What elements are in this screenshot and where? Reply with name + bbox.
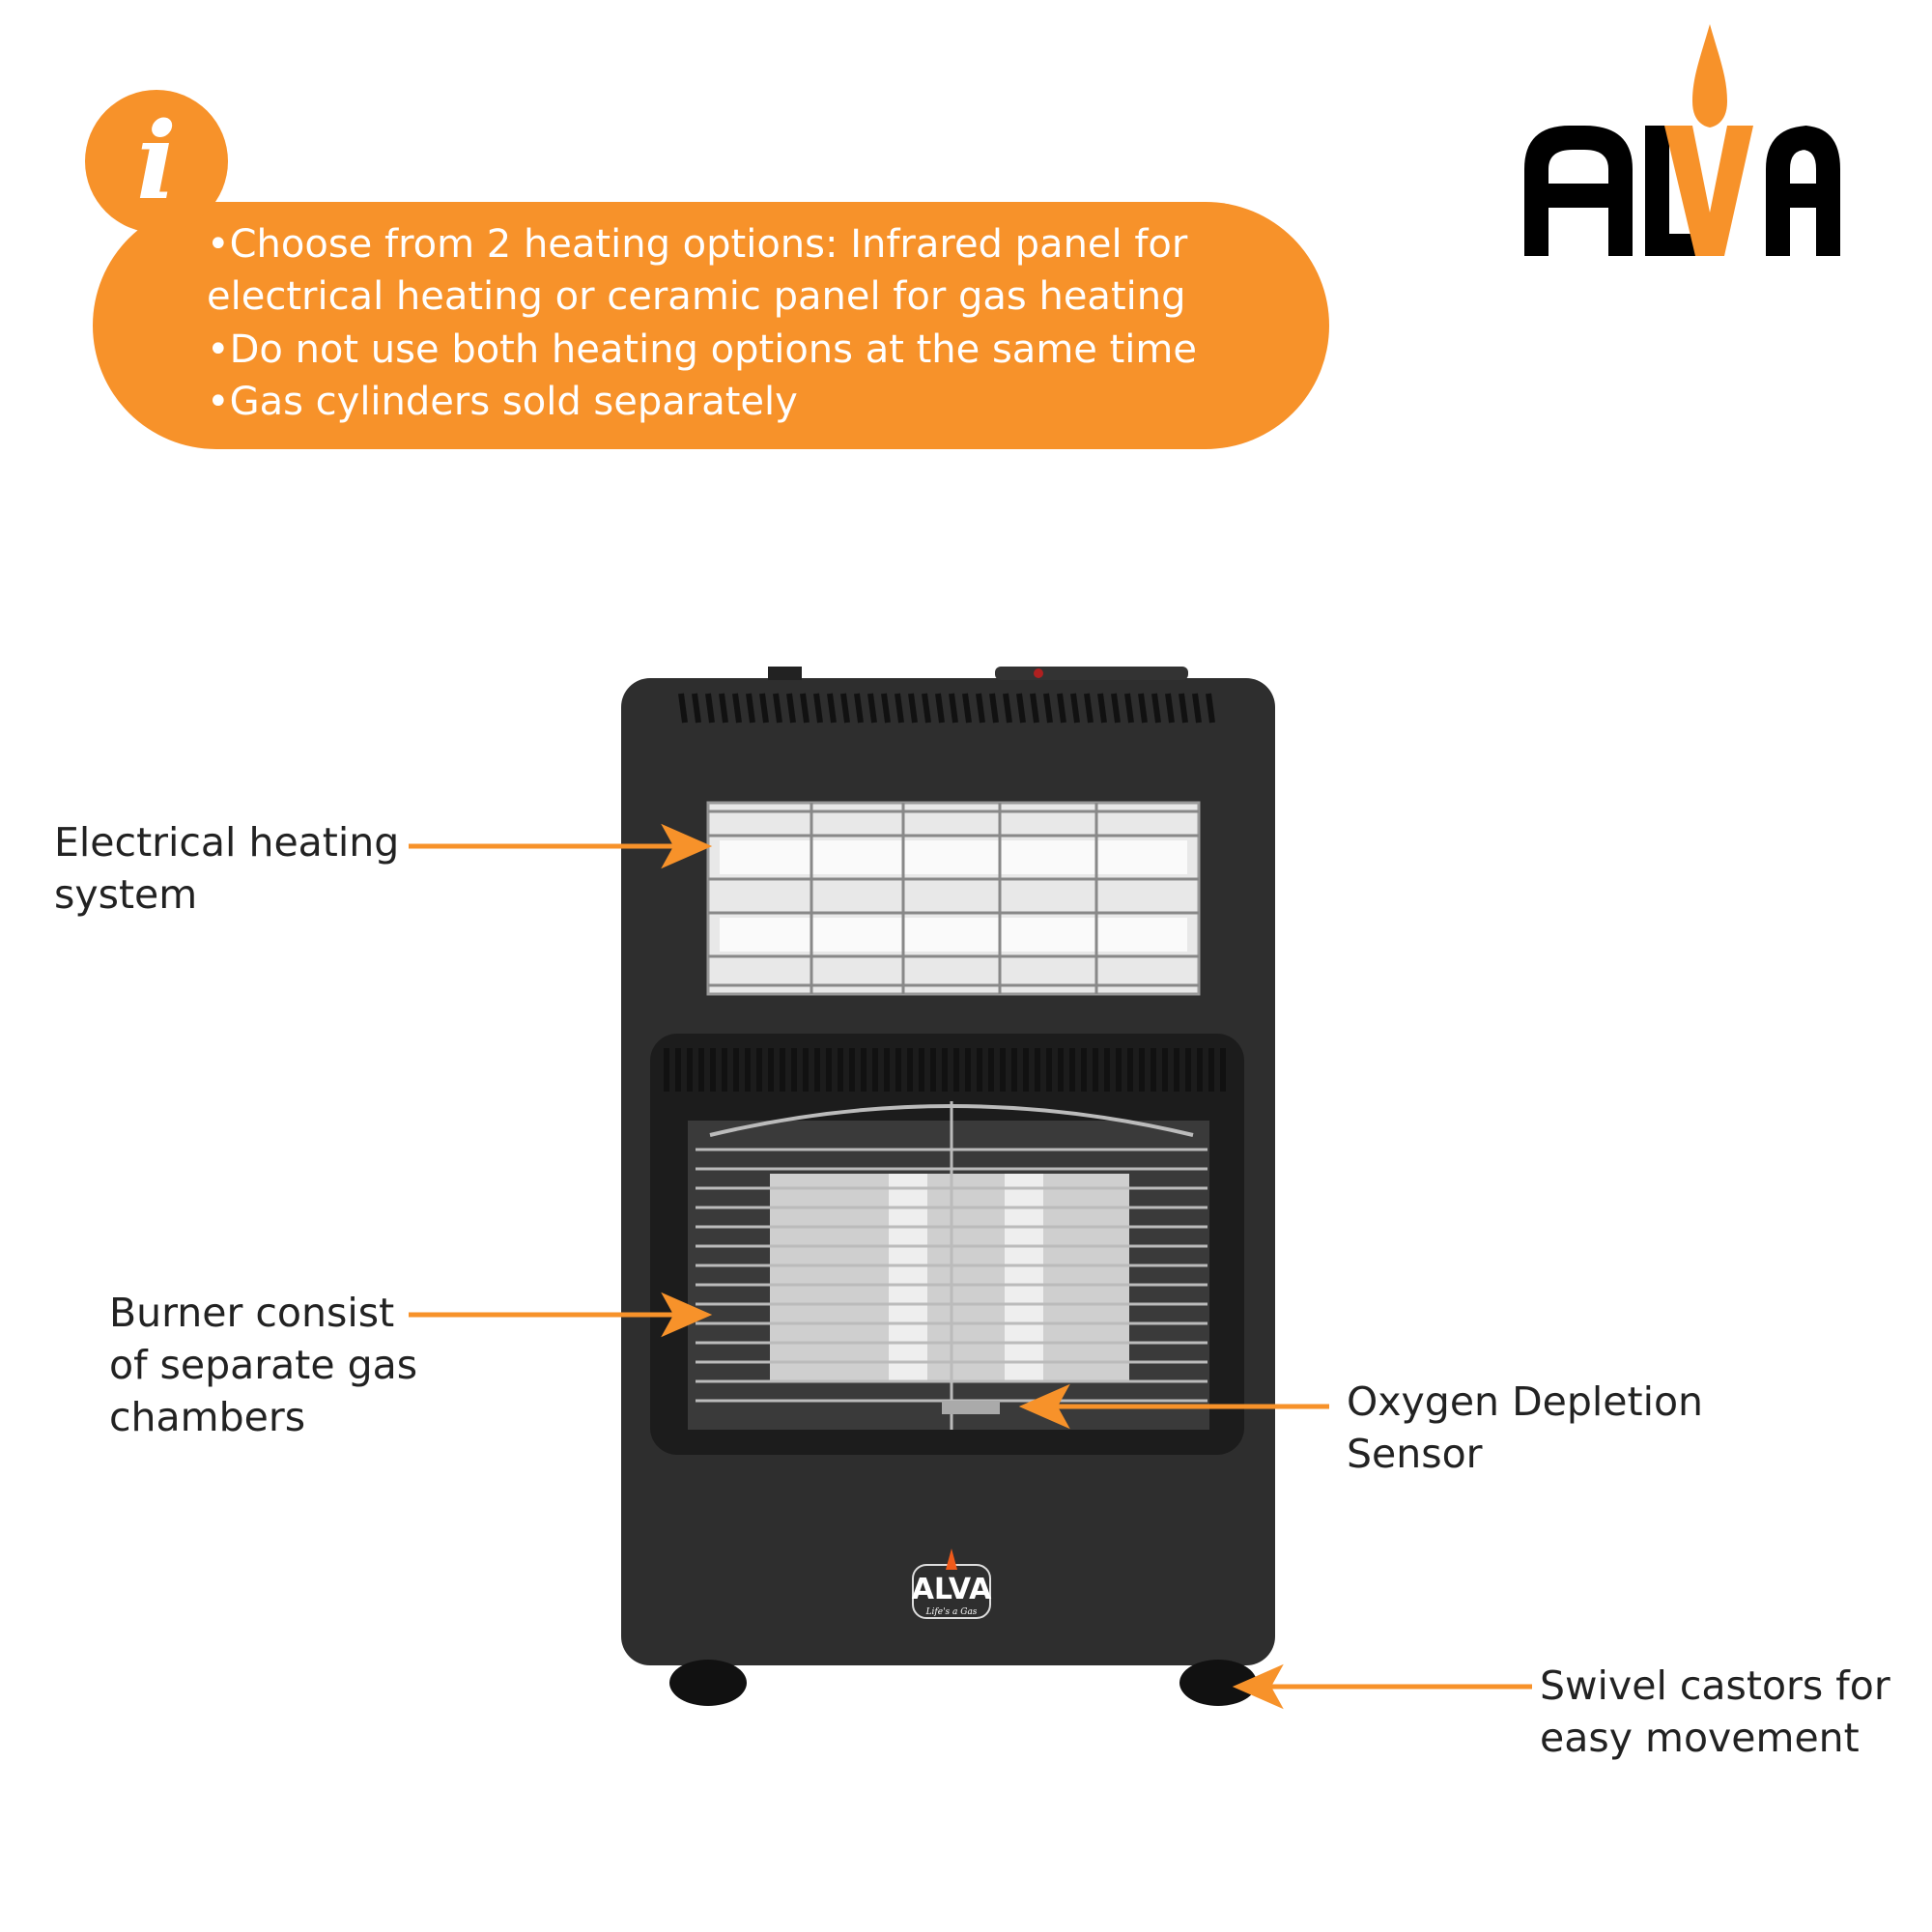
info-icon-badge: [85, 90, 228, 233]
info-line: •Gas cylinders sold separately: [207, 380, 798, 424]
ceramic-panel: [770, 1174, 1129, 1380]
info-line: •Do not use both heating options at the …: [207, 327, 1197, 372]
svg-text:ALVA: ALVA: [912, 1573, 992, 1606]
svg-text:Life's a Gas: Life's a Gas: [925, 1607, 978, 1617]
top-vents: [678, 693, 1215, 724]
alva-logo: [1524, 24, 1840, 256]
electrical-heating-panel: [706, 801, 1201, 996]
info-banner: [93, 202, 1329, 449]
heater-front-logo: ALVA Life's a Gas: [912, 1548, 992, 1619]
info-line: electrical heating or ceramic panel for …: [207, 274, 1186, 319]
castor-wheel: [669, 1660, 747, 1706]
info-icon: i: [136, 99, 177, 223]
oxygen-depletion-sensor: [942, 1401, 1000, 1414]
info-line: •Choose from 2 heating options: Infrared…: [207, 222, 1188, 267]
castor-wheel: [1179, 1660, 1257, 1706]
callout-arrows: [409, 823, 1532, 1710]
